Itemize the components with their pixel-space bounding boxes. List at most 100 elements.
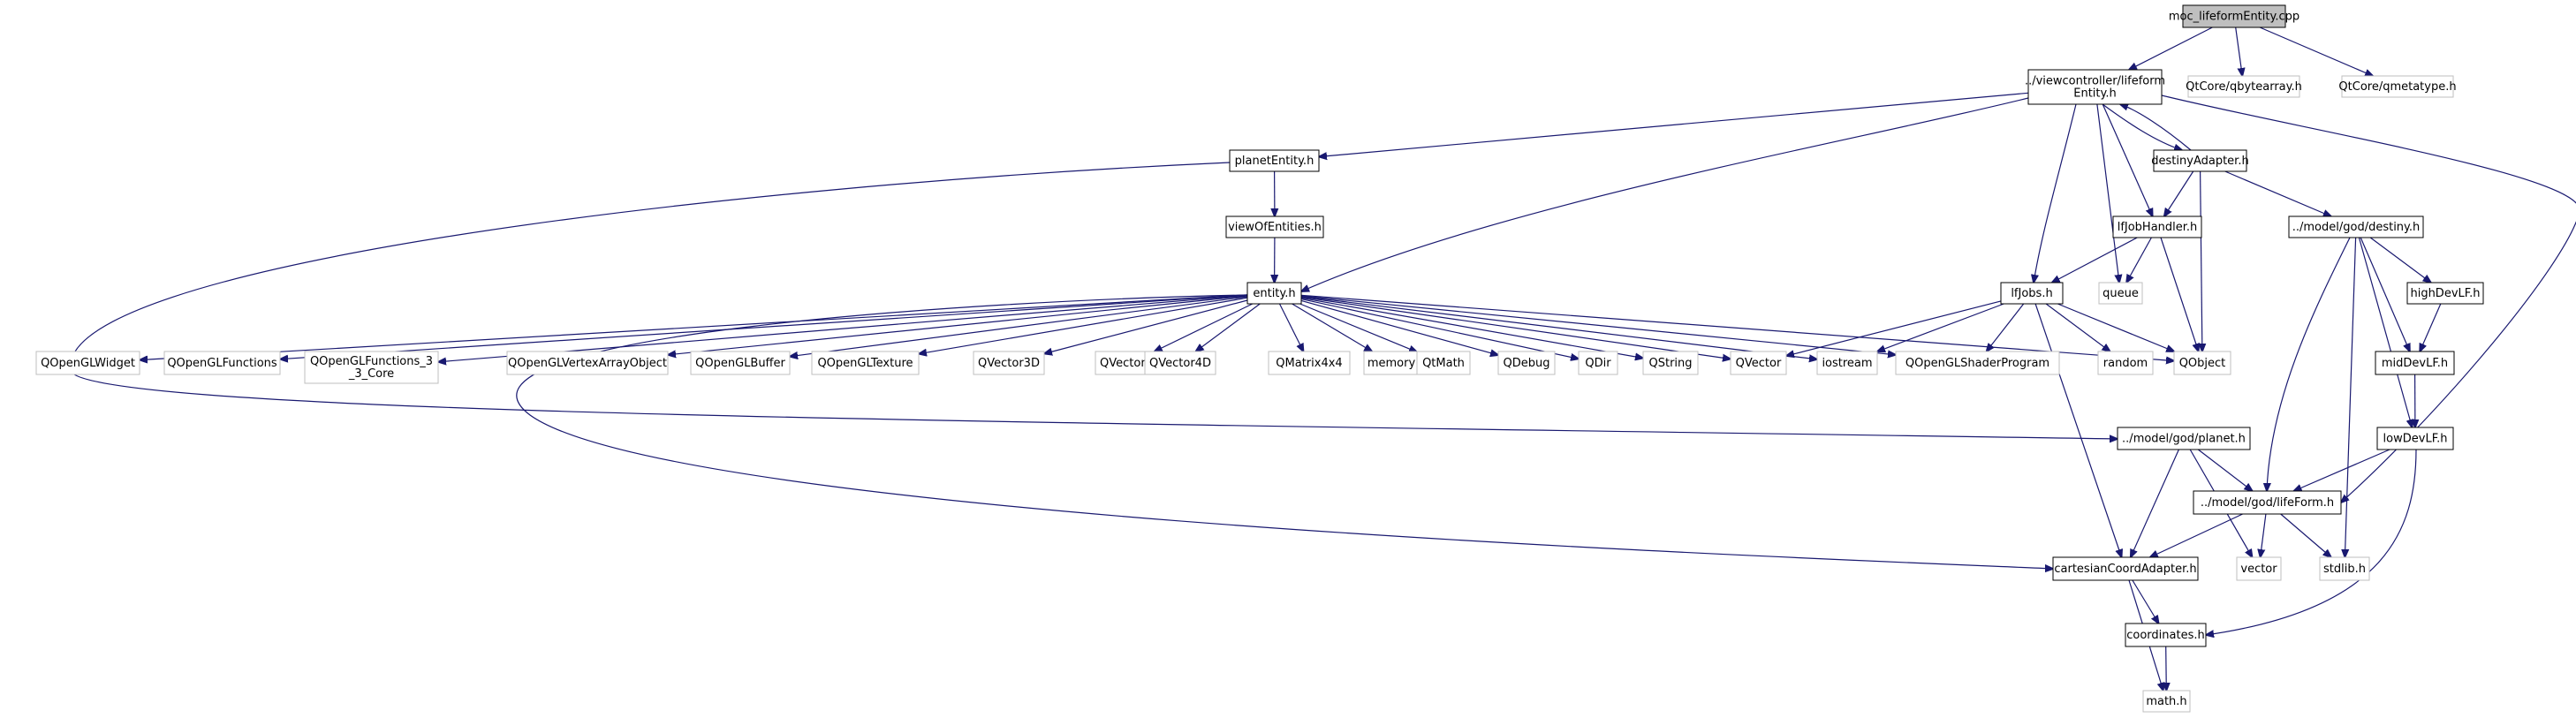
- edge-entity-to-QVector: [1300, 296, 1731, 359]
- node-box: [1642, 351, 1699, 375]
- edge-entity-to-QVector4D: [1196, 303, 1261, 351]
- node-box: [973, 351, 1045, 375]
- node-destinyAdapter[interactable]: destinyAdapter.h: [2151, 149, 2249, 172]
- node-lfe[interactable]: ../viewcontroller/lifeformEntity.h: [2025, 69, 2165, 105]
- node-box: [2052, 556, 2199, 581]
- edge-lfJobs-to-iostream: [1877, 303, 2004, 351]
- node-label: stdlib.h: [2323, 563, 2366, 576]
- node-box: [1229, 149, 1320, 172]
- node-QOpenGLVAO: QOpenGLVertexArrayObject: [506, 351, 669, 375]
- edge-lowDevLF-to-lifeForm: [2294, 449, 2390, 491]
- edge-destiny-to-stdlib: [2345, 237, 2357, 557]
- node-box: [1225, 215, 1324, 238]
- node-box: [811, 351, 920, 375]
- edge-lifeForm-to-cartesian: [2150, 513, 2243, 557]
- edge-coordinates-to-mathh: [2166, 646, 2167, 691]
- node-label: entity.h: [1253, 287, 1295, 300]
- node-label: QtCore/qmetatype.h: [2338, 80, 2456, 94]
- edge-entity-to-QOpenGLVAO: [668, 295, 1248, 355]
- edge-lowDevLF-to-coordinates: [2206, 449, 2417, 635]
- edge-entity-to-memory: [1292, 303, 1373, 351]
- node-box: [690, 351, 791, 375]
- node-label: QOpenGLVertexArrayObject: [508, 357, 667, 370]
- node-coordinates[interactable]: coordinates.h: [2125, 623, 2207, 647]
- edge-destinyAdapter-to-destiny: [2224, 170, 2331, 216]
- edge-lifeForm-to-stdlib: [2280, 513, 2331, 557]
- edge-root-to-lfe: [2129, 26, 2213, 70]
- node-highDevLF[interactable]: highDevLF.h: [2406, 282, 2484, 305]
- edge-lfJobs-to-QObject: [2057, 303, 2174, 351]
- edge-destiny-to-lowDevLF: [2358, 237, 2412, 427]
- node-box: [2187, 75, 2300, 98]
- edge-lfe-to-lfJobs: [2034, 103, 2077, 283]
- node-viewOfEntities[interactable]: viewOfEntities.h: [1225, 215, 1324, 238]
- node-box: [1268, 351, 1351, 375]
- node-lowDevLF[interactable]: lowDevLF.h: [2376, 427, 2454, 450]
- node-label: _3_Core: [348, 367, 394, 381]
- edge-planet-to-cartesian: [2131, 449, 2179, 557]
- edge-lfJobs-to-random: [2045, 303, 2110, 351]
- node-QOpenGLTexture: QOpenGLTexture: [811, 351, 920, 375]
- edge-lfe-to-lifeForm: [2161, 94, 2576, 503]
- edge-destinyAdapter-to-lfe: [2120, 104, 2192, 151]
- node-lfJobHandler[interactable]: lfJobHandler.h: [2112, 215, 2202, 238]
- edge-entity-to-cartesian: [516, 294, 2053, 569]
- node-box: [1144, 351, 1216, 375]
- node-label: QVector: [1736, 357, 1782, 370]
- edge-entity-to-QOpenGLBuffer: [790, 296, 1248, 357]
- edge-entity-to-QOpenGLWidget: [140, 294, 1248, 360]
- edge-destinyAdapter-to-QObject: [2201, 170, 2202, 351]
- node-label: vector: [2240, 563, 2277, 576]
- edge-lfe-to-lfJobHandler: [2102, 103, 2153, 216]
- edge-root-to-qmetatype: [2259, 26, 2373, 76]
- node-label: QVector3D: [978, 357, 1040, 370]
- node-label: highDevLF.h: [2410, 287, 2480, 300]
- node-midDevLF[interactable]: midDevLF.h: [2375, 351, 2455, 375]
- node-box: [2236, 556, 2282, 581]
- node-label: QtCore/qbytearray.h: [2186, 80, 2302, 94]
- node-QOpenGLWidget: QOpenGLWidget: [35, 351, 140, 375]
- node-box: [35, 351, 140, 375]
- node-iostream: iostream: [1816, 351, 1878, 375]
- edge-planetEntity-to-planet: [70, 162, 2118, 439]
- node-box: [2288, 215, 2424, 238]
- node-lfJobs[interactable]: lfJobs.h: [2000, 282, 2064, 305]
- node-box: [2375, 351, 2455, 375]
- node-root[interactable]: moc_lifeformEntity.cpp: [2169, 4, 2299, 28]
- node-box: [2193, 490, 2342, 515]
- node-label: random: [2103, 357, 2148, 370]
- node-label: math.h: [2146, 695, 2186, 708]
- edge-lfe-to-planetEntity: [1319, 92, 2029, 156]
- node-box: [2027, 69, 2163, 105]
- node-box: [2117, 427, 2251, 450]
- node-memory: memory: [1363, 351, 1420, 375]
- node-label: ../model/god/planet.h: [2122, 433, 2246, 446]
- nodes-layer: moc_lifeformEntity.cpp ../viewcontroller/…: [35, 4, 2484, 713]
- edge-entity-to-QtMath: [1299, 303, 1417, 352]
- node-cartesian[interactable]: cartesianCoordAdapter.h: [2052, 556, 2199, 581]
- node-label: QMatrix4x4: [1276, 357, 1342, 370]
- edge-entity-to-QVector3D: [1044, 299, 1248, 354]
- node-box: [1246, 282, 1302, 305]
- node-label: QObject: [2179, 357, 2226, 370]
- edge-lfe-to-queue: [2096, 103, 2119, 283]
- node-QOpenGLFunctions: QOpenGLFunctions: [163, 351, 281, 375]
- node-entity[interactable]: entity.h: [1246, 282, 1302, 305]
- node-label: iostream: [1822, 357, 1872, 370]
- node-box: [2319, 556, 2370, 581]
- node-box: [2341, 75, 2454, 98]
- node-label: QString: [1648, 357, 1692, 370]
- edge-planet-to-lifeForm: [2197, 449, 2252, 491]
- node-lifeForm[interactable]: ../model/god/lifeForm.h: [2193, 490, 2342, 515]
- edge-entity-to-QDebug: [1300, 299, 1498, 355]
- node-box: [2000, 282, 2064, 305]
- node-planet[interactable]: ../model/god/planet.h: [2117, 427, 2251, 450]
- node-QDebug: QDebug: [1497, 351, 1556, 375]
- node-destiny[interactable]: ../model/god/destiny.h: [2288, 215, 2424, 238]
- node-label: QDir: [1585, 357, 1611, 370]
- node-label: Entity.h: [2073, 87, 2116, 101]
- node-box: [304, 351, 439, 384]
- edge-lfJobHandler-to-QObject: [2160, 237, 2199, 351]
- node-planetEntity[interactable]: planetEntity.h: [1229, 149, 1320, 172]
- node-box: [1497, 351, 1556, 375]
